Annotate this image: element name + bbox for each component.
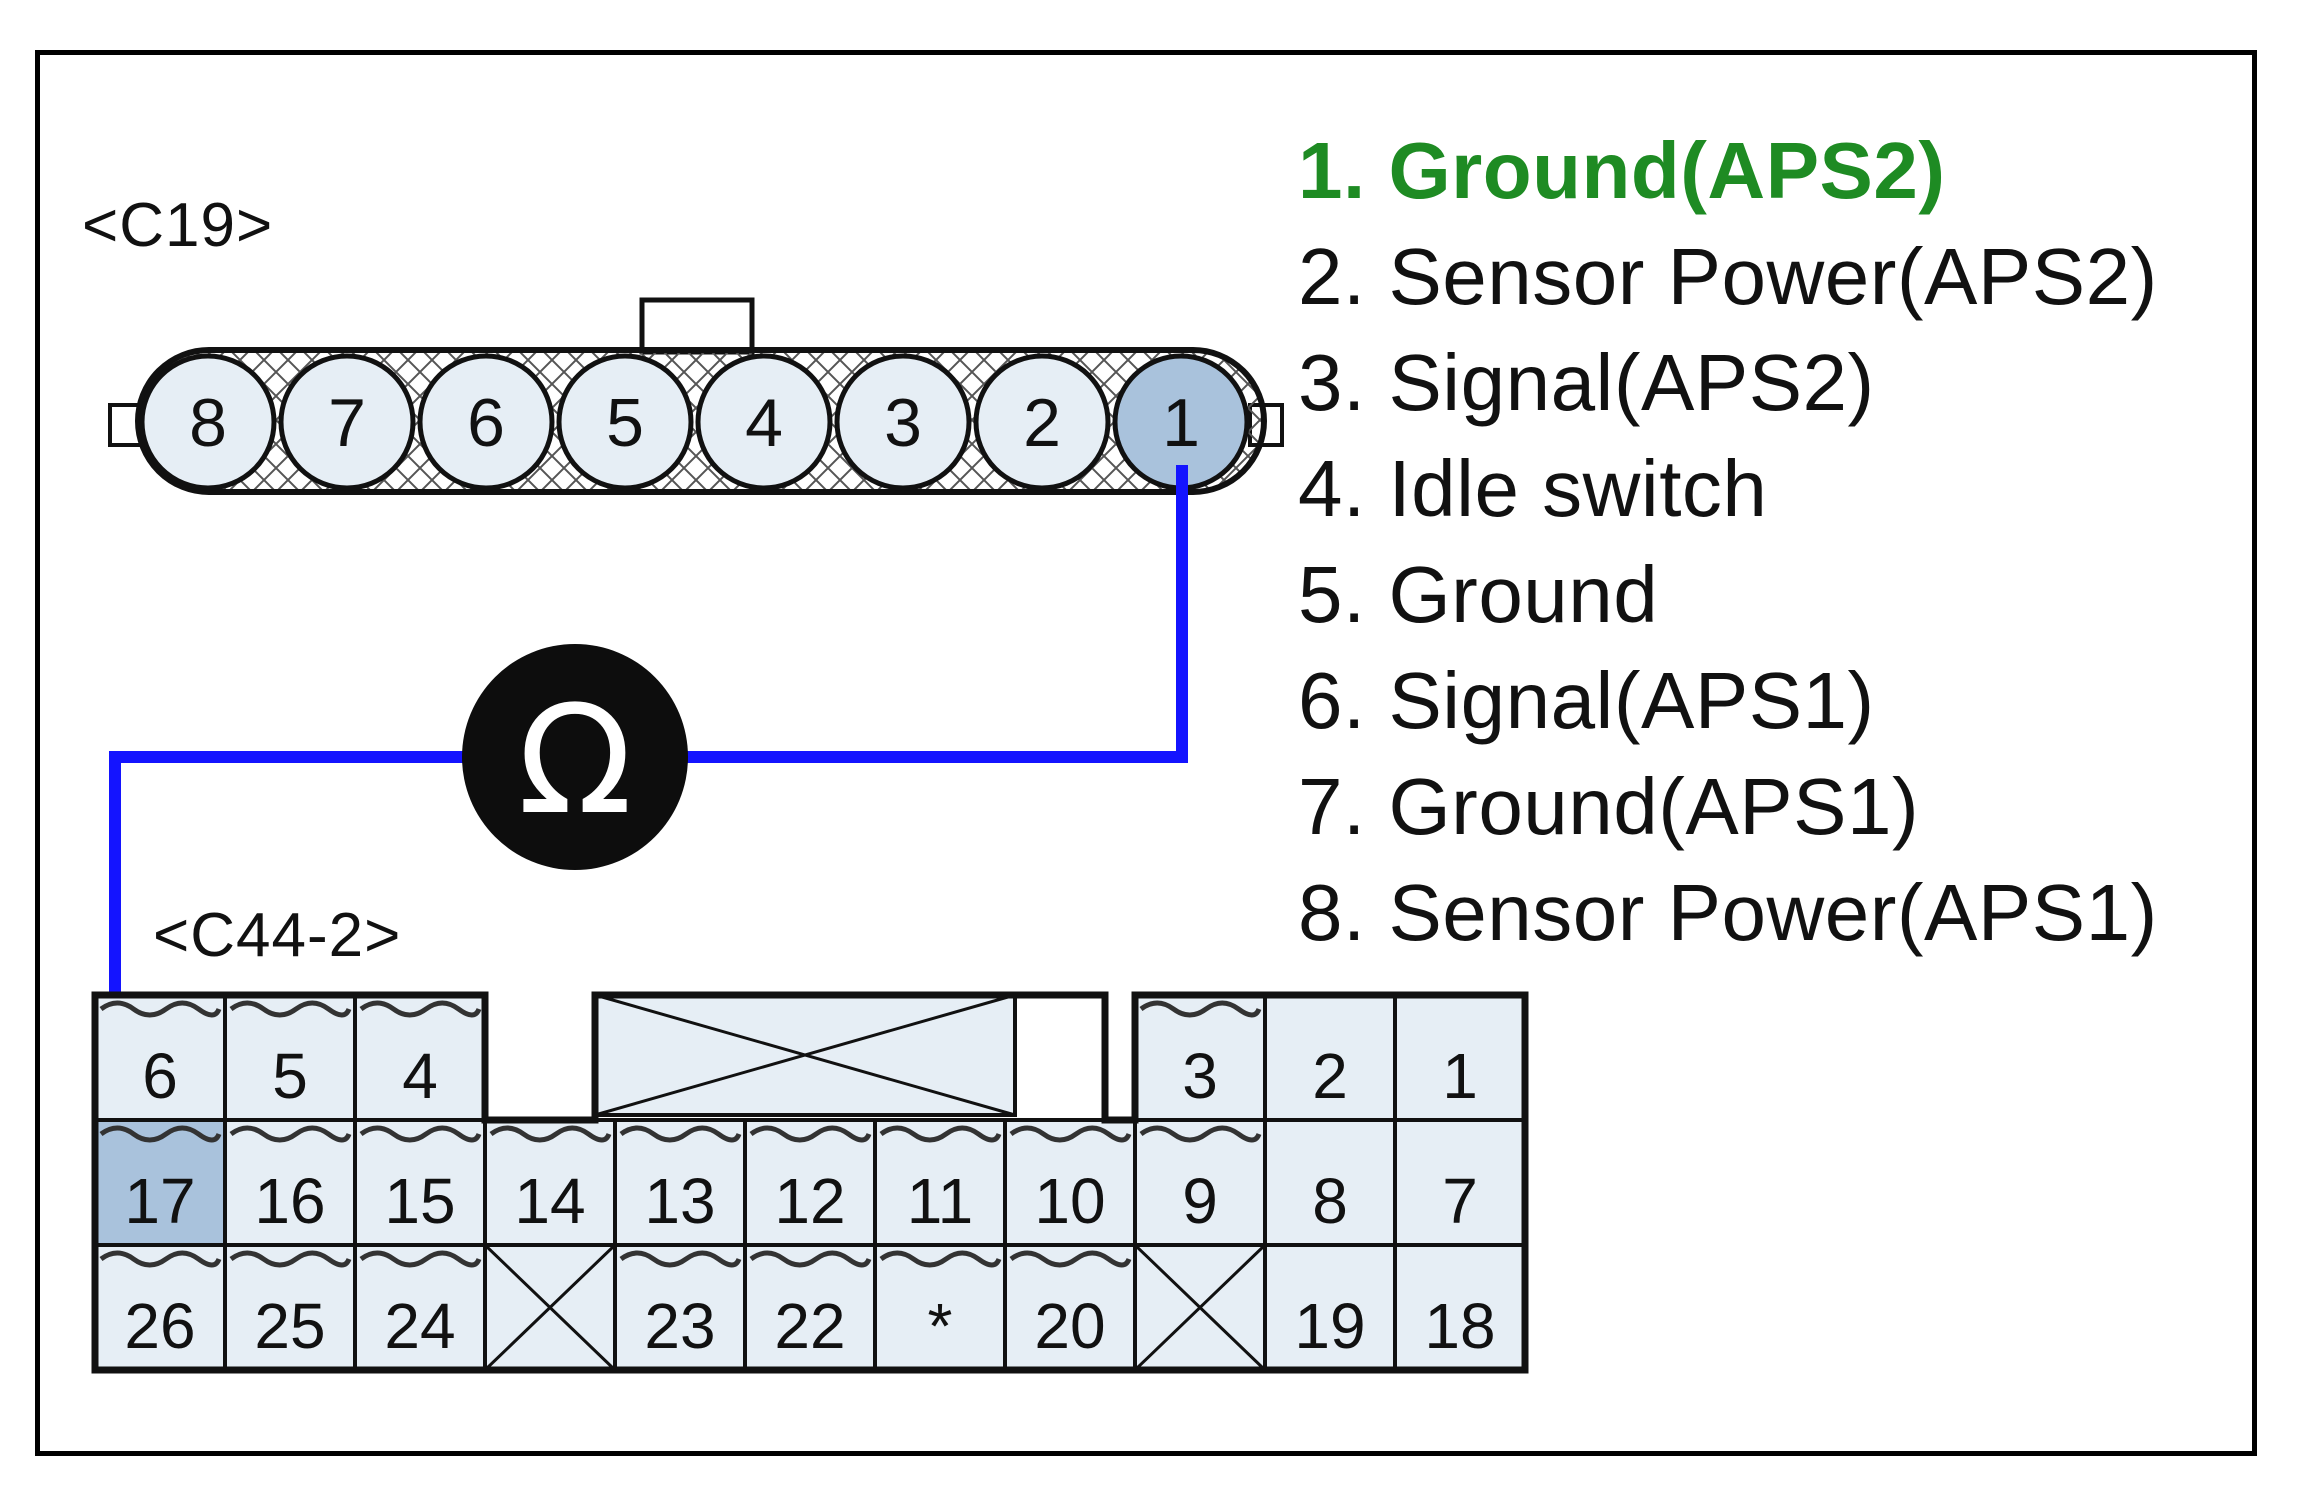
c19-pin-6 bbox=[417, 353, 555, 491]
ohm-meter-icon: Ω bbox=[462, 644, 688, 870]
c44-pin-24 bbox=[353, 1243, 487, 1372]
c44-pin-26 bbox=[93, 1243, 227, 1372]
connector-c44-2: 6 5 4 3 2 1 17 16 15 14 13 12 11 10 9 8 7 26 25 24 23 22 * 20 19… bbox=[91, 991, 1529, 1374]
legend-item: 3. Signal(APS2) bbox=[1298, 338, 1875, 427]
c19-pin-label: 3 bbox=[884, 385, 922, 461]
connector-c19: 8 7 6 5 4 3 2 1 bbox=[108, 297, 1284, 495]
c19-pin-4 bbox=[695, 353, 833, 491]
c44-pin-label: 20 bbox=[1034, 1290, 1105, 1362]
c44-pin-* bbox=[873, 1243, 1007, 1372]
c19-label: <C19> bbox=[82, 191, 274, 260]
c19-pin-7 bbox=[278, 353, 416, 491]
latch-wave bbox=[1139, 1000, 1262, 1018]
latch-wave bbox=[229, 1000, 352, 1018]
c44-pin-label: 18 bbox=[1424, 1290, 1495, 1362]
blank-cavity bbox=[1133, 1243, 1267, 1372]
c44-pin-label: 1 bbox=[1442, 1040, 1478, 1112]
c44-pin-11 bbox=[873, 1118, 1007, 1247]
c19-pin-8 bbox=[139, 353, 277, 491]
c44-pin-label: 4 bbox=[402, 1040, 438, 1112]
c19-pin-label: 5 bbox=[606, 385, 644, 461]
c44-pin-2 bbox=[1263, 993, 1397, 1122]
blank-cavity bbox=[594, 993, 1016, 1117]
legend-item: 7. Ground(APS1) bbox=[1298, 762, 1920, 851]
c19-pin-label: 2 bbox=[1023, 385, 1061, 461]
legend-item: 2. Sensor Power(APS2) bbox=[1298, 232, 2158, 321]
latch-wave bbox=[1009, 1250, 1132, 1268]
legend-item: 6. Signal(APS1) bbox=[1298, 656, 1875, 745]
c44-pin-label: 24 bbox=[384, 1290, 455, 1362]
c19-pin-label: 1 bbox=[1162, 385, 1200, 461]
latch-wave bbox=[99, 1250, 222, 1268]
c44-pin-label: 25 bbox=[254, 1290, 325, 1362]
c19-pin-5 bbox=[556, 353, 694, 491]
legend-item: 1. Ground(APS2) bbox=[1298, 126, 1946, 215]
c44-pin-18 bbox=[1393, 1243, 1527, 1372]
c44-pin-1 bbox=[1393, 993, 1527, 1122]
c44-pin-label: 3 bbox=[1182, 1040, 1218, 1112]
c44-pin-22 bbox=[743, 1243, 877, 1372]
c44-pin-label: 15 bbox=[384, 1165, 455, 1237]
c44-pin-label: 16 bbox=[254, 1165, 325, 1237]
c44-2-label: <C44-2> bbox=[153, 901, 402, 970]
c44-pin-label: 6 bbox=[142, 1040, 178, 1112]
c44-pin-label: 9 bbox=[1182, 1165, 1218, 1237]
c19-pin-label: 4 bbox=[745, 385, 783, 461]
c44-pin-label: 2 bbox=[1312, 1040, 1348, 1112]
c44-outline bbox=[91, 991, 1529, 1374]
pin-legend: 1. Ground(APS2) 2. Sensor Power(APS2) 3. S… bbox=[1298, 118, 2158, 966]
latch-wave bbox=[99, 1000, 222, 1018]
latch-wave bbox=[879, 1250, 1002, 1268]
c44-pin-25 bbox=[223, 1243, 357, 1372]
c19-pin-label: 7 bbox=[328, 385, 366, 461]
legend-item: 5. Ground bbox=[1298, 550, 1659, 639]
c44-pin-label: 14 bbox=[514, 1165, 585, 1237]
latch-wave bbox=[1139, 1125, 1262, 1143]
c44-pin-9 bbox=[1133, 1118, 1267, 1247]
latch-wave bbox=[359, 1000, 482, 1018]
latch-wave bbox=[489, 1125, 612, 1143]
c44-pin-label: 8 bbox=[1312, 1165, 1348, 1237]
blank-cavity bbox=[483, 1243, 617, 1372]
c44-pin-20 bbox=[1003, 1243, 1137, 1372]
c44-pin-23 bbox=[613, 1243, 747, 1372]
latch-wave bbox=[229, 1125, 352, 1143]
latch-wave bbox=[749, 1250, 872, 1268]
legend-item: 8. Sensor Power(APS1) bbox=[1298, 868, 2158, 957]
legend-item: 4. Idle switch bbox=[1298, 444, 1768, 533]
latch-wave bbox=[359, 1125, 482, 1143]
c44-pin-label: 11 bbox=[907, 1165, 973, 1237]
c19-pin-label: 6 bbox=[467, 385, 505, 461]
c44-pin-label: 5 bbox=[272, 1040, 308, 1112]
c44-pin-label: 22 bbox=[774, 1290, 845, 1362]
latch-wave bbox=[99, 1125, 222, 1143]
latch-wave bbox=[229, 1250, 352, 1268]
c44-pin-label: 23 bbox=[644, 1290, 715, 1362]
c19-pin-label: 8 bbox=[189, 385, 227, 461]
c44-pin-label: 19 bbox=[1294, 1290, 1365, 1362]
c44-pin-label: * bbox=[928, 1290, 953, 1362]
ohm-symbol: Ω bbox=[518, 674, 633, 848]
latch-wave bbox=[1009, 1125, 1132, 1143]
latch-wave bbox=[749, 1125, 872, 1143]
latch-wave bbox=[359, 1250, 482, 1268]
latch-wave bbox=[619, 1250, 742, 1268]
latch-wave bbox=[619, 1125, 742, 1143]
c44-pin-label: 26 bbox=[124, 1290, 195, 1362]
c44-pin-8 bbox=[1263, 1118, 1397, 1247]
c44-pin-label: 13 bbox=[644, 1165, 715, 1237]
c44-pin-5 bbox=[223, 993, 357, 1122]
latch-wave bbox=[879, 1125, 1002, 1143]
c44-pin-label: 7 bbox=[1442, 1165, 1478, 1237]
c19-pin-3 bbox=[834, 353, 972, 491]
c19-pin-2 bbox=[973, 353, 1111, 491]
c44-pin-label: 17 bbox=[124, 1165, 195, 1237]
c44-pin-label: 12 bbox=[774, 1165, 845, 1237]
c44-pin-label: 10 bbox=[1034, 1165, 1105, 1237]
